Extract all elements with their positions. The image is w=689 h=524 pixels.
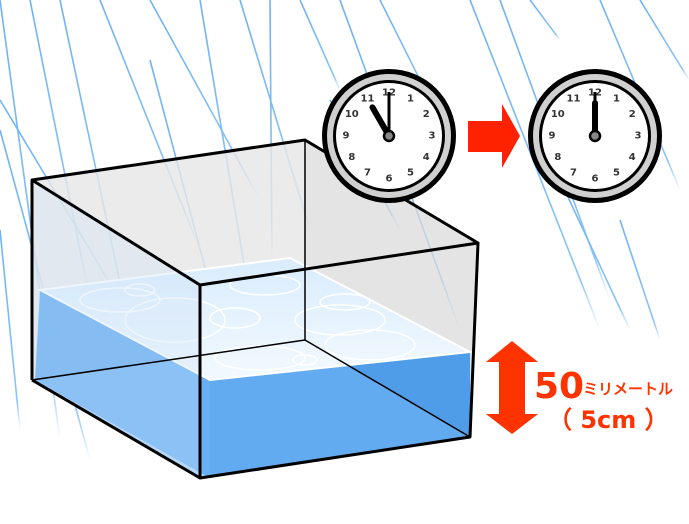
water-surface xyxy=(36,256,474,382)
clock-number: 8 xyxy=(554,152,561,163)
rain-streak xyxy=(299,0,341,91)
start-clock: 121234567891011 xyxy=(322,69,456,203)
clock-number: 10 xyxy=(345,109,359,120)
end-clock: 121234567891011 xyxy=(528,69,662,203)
clock-number: 5 xyxy=(613,168,620,179)
clock-number: 3 xyxy=(429,131,436,142)
clock-number: 4 xyxy=(423,152,430,163)
clock-number: 9 xyxy=(343,131,350,142)
clock-number: 2 xyxy=(629,109,636,120)
clock-number: 2 xyxy=(423,109,430,120)
clock-number: 6 xyxy=(592,174,599,185)
clock-number: 5 xyxy=(407,168,414,179)
container-box xyxy=(30,138,480,480)
clock-number: 3 xyxy=(635,131,642,142)
clock-number: 9 xyxy=(549,131,556,142)
clock-number: 11 xyxy=(361,93,375,104)
measurement-value: 50 xyxy=(534,366,584,407)
clock-number: 6 xyxy=(386,174,393,185)
double-arrow-icon xyxy=(486,341,538,434)
clock-number: 1 xyxy=(613,93,620,104)
clock-number: 11 xyxy=(567,93,581,104)
rain-streak xyxy=(619,219,661,341)
rain-streak xyxy=(639,0,689,81)
right-arrow-icon xyxy=(468,104,520,168)
rain-streak xyxy=(559,179,631,331)
clock-number: 4 xyxy=(629,152,636,163)
clock-number: 1 xyxy=(407,93,414,104)
surface-ripples xyxy=(79,274,416,371)
clock-number: 7 xyxy=(364,168,371,179)
rain-streak xyxy=(529,0,561,41)
clock-number: 7 xyxy=(570,168,577,179)
rain-streak xyxy=(0,229,21,431)
measurement-alt: （ 5cm ） xyxy=(548,406,669,434)
clock-number: 10 xyxy=(551,109,565,120)
clock-number: 8 xyxy=(348,152,355,163)
measurement-unit: ミリメートル xyxy=(583,380,673,398)
